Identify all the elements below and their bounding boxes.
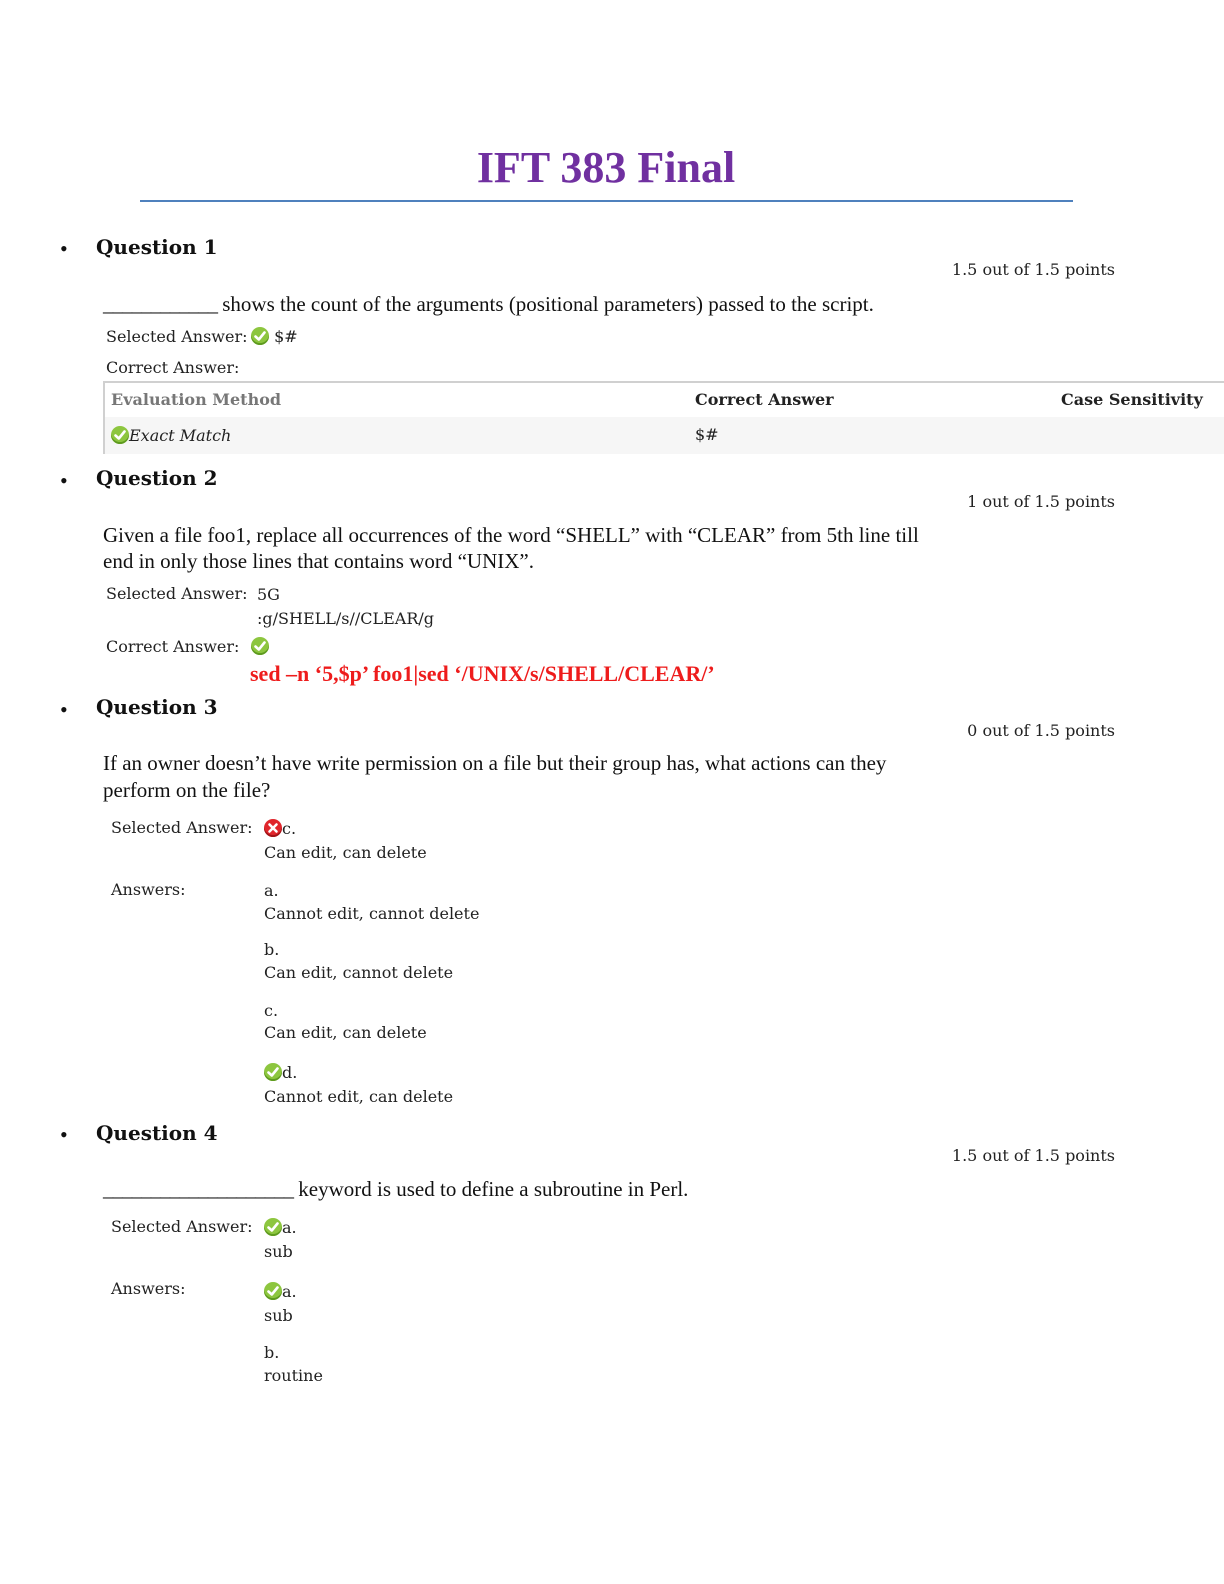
selected-answer-label: Selected Answer: (106, 584, 248, 603)
selected-answer-label: Selected Answer: (111, 818, 253, 837)
selected-answer-text: sub (264, 1242, 293, 1261)
question-text-line2: end in only those lines that contains wo… (103, 549, 534, 573)
selected-answer: $# (251, 326, 298, 348)
check-icon (251, 327, 269, 345)
selected-answer-value: $# (274, 327, 298, 346)
selected-answer-line2: :g/SHELL/s//CLEAR/g (257, 609, 435, 628)
question-heading: Question 2 (96, 466, 218, 490)
answer-letter: a. (282, 1282, 297, 1301)
incorrect-icon (264, 819, 282, 837)
answer-text: routine (264, 1366, 323, 1385)
answer-letter: b. (264, 940, 280, 959)
bullet-icon: • (60, 697, 68, 722)
check-icon (264, 1282, 282, 1300)
question-heading: Question 3 (96, 695, 218, 719)
bullet-icon: • (60, 236, 68, 261)
answer-text: Can edit, cannot delete (264, 963, 454, 982)
question-points: 1.5 out of 1.5 points (951, 1146, 1115, 1165)
selected-answer-label: Selected Answer: (106, 327, 248, 346)
correct-answer-label: Correct Answer: (106, 637, 240, 656)
evaluation-method-value: Exact Match (129, 426, 232, 445)
table-cell-correct-answer: $# (695, 425, 719, 444)
question-text: ____________ shows the count of the argu… (103, 291, 874, 317)
answer-letter-row: d. (264, 1062, 297, 1084)
answer-text: Can edit, can delete (264, 1023, 427, 1042)
fill-in-blank: ____________________ (103, 1177, 294, 1201)
question-heading: Question 1 (96, 235, 218, 259)
check-icon (111, 426, 129, 444)
selected-answer-text: Can edit, can delete (264, 843, 427, 862)
bullet-icon: • (60, 468, 68, 493)
question-text-line2: perform on the file? (103, 778, 271, 802)
selected-answer-label: Selected Answer: (111, 1217, 253, 1236)
answer-letter: c. (264, 1001, 279, 1020)
question-text-body: keyword is used to define a subroutine i… (298, 1177, 689, 1201)
check-icon (264, 1063, 282, 1081)
question-text: ____________________ keyword is used to … (103, 1176, 688, 1202)
correct-answer-value: sed –n ‘5,$p’ foo1|sed ‘/UNIX/s/SHELL/CL… (250, 661, 715, 686)
question-text-line1: If an owner doesn’t have write permissio… (103, 751, 887, 775)
answer-letter: d. (282, 1063, 298, 1082)
check-icon (264, 1218, 282, 1236)
selected-answer-letter: c. (282, 819, 297, 838)
answer-text: Cannot edit, can delete (264, 1087, 454, 1106)
correct-answer-table: Evaluation Method Correct Answer Case Se… (103, 381, 1224, 454)
question-text-body: shows the count of the arguments (positi… (222, 292, 874, 316)
answer-text: Cannot edit, cannot delete (264, 904, 480, 923)
question-points: 0 out of 1.5 points (967, 721, 1115, 740)
answer-letter-row: a. (264, 1281, 297, 1303)
bullet-icon: • (60, 1122, 68, 1147)
question-points: 1 out of 1.5 points (967, 492, 1115, 511)
title-divider (140, 200, 1073, 202)
selected-answer-letter-row: c. (264, 818, 296, 840)
selected-answer-letter: a. (282, 1218, 297, 1237)
correct-answer-label: Correct Answer: (106, 358, 240, 377)
selected-answer-line1: 5G (257, 585, 280, 604)
table-cell-evaluation-method: Exact Match (111, 425, 231, 447)
check-icon (251, 637, 269, 655)
fill-in-blank: ____________ (103, 292, 218, 316)
question-text-line1: Given a file foo1, replace all occurrenc… (103, 523, 919, 547)
question-heading: Question 4 (96, 1121, 218, 1145)
question-points: 1.5 out of 1.5 points (951, 260, 1115, 279)
table-row: Exact Match $# (105, 417, 1224, 454)
page-title: IFT 383 Final (476, 143, 736, 192)
answer-letter: b. (264, 1343, 280, 1362)
answers-label: Answers: (111, 880, 186, 899)
answers-label: Answers: (111, 1279, 186, 1298)
selected-answer-letter-row: a. (264, 1217, 297, 1239)
correct-answer-marker (251, 636, 269, 658)
table-header-correct-answer: Correct Answer (695, 390, 834, 409)
table-header-case-sensitivity: Case Sensitivity (1061, 390, 1203, 409)
answer-text: sub (264, 1306, 293, 1325)
answer-letter: a. (264, 881, 279, 900)
table-header-evaluation-method: Evaluation Method (111, 390, 282, 409)
